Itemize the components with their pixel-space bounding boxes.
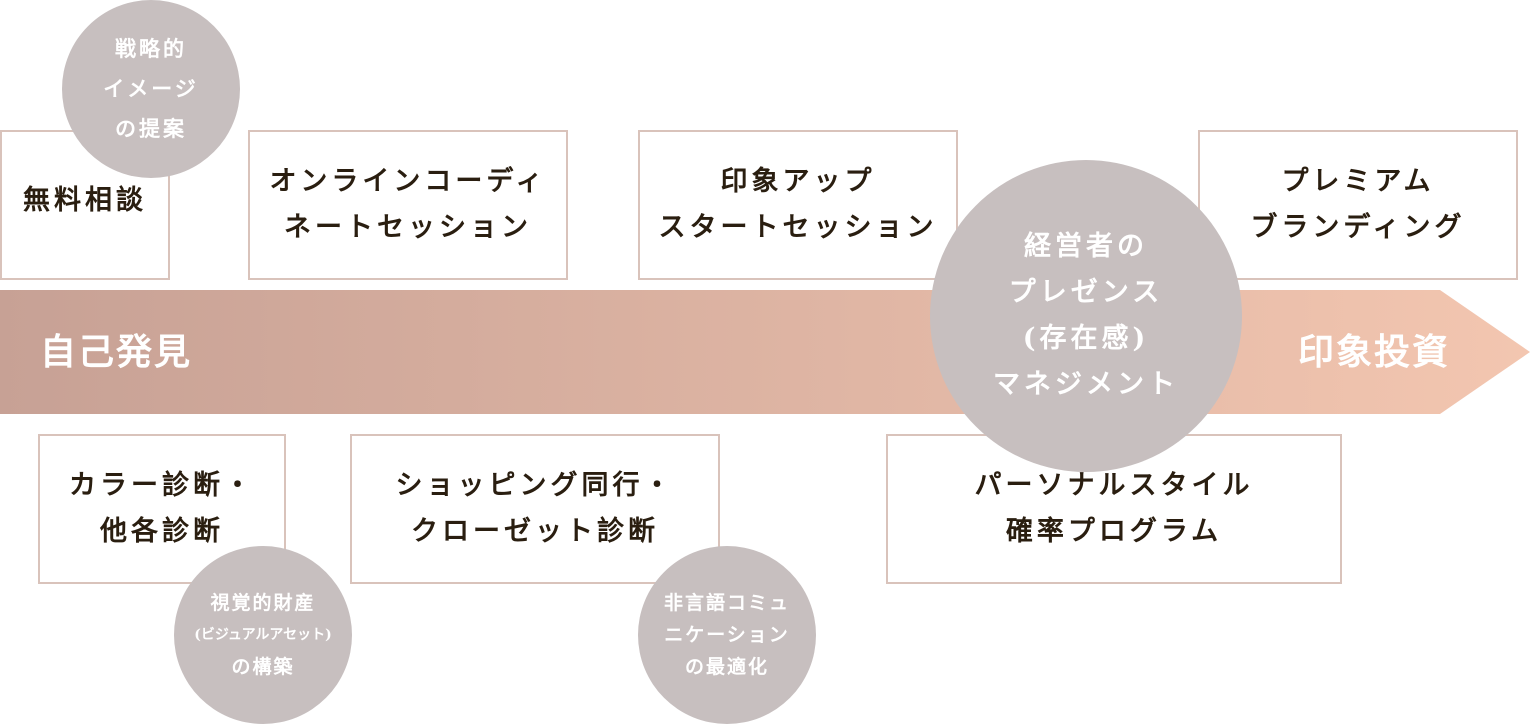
circle-line-small: (ビジュアルアセット) bbox=[194, 627, 332, 643]
step-box-line: プレミアム bbox=[1281, 166, 1435, 197]
circle-line: ニケーション bbox=[664, 624, 790, 646]
circle-line: (存在感) bbox=[1022, 323, 1150, 354]
circle-line: 視覚的財産 bbox=[210, 592, 316, 614]
arrow-start-label: 自己発見 bbox=[40, 331, 193, 373]
step-box-impression-up: 印象アップ スタートセッション bbox=[638, 130, 958, 280]
step-box-line: 印象アップ bbox=[720, 166, 876, 197]
circle-line: の構築 bbox=[231, 656, 295, 678]
step-box-line: パーソナルスタイル bbox=[974, 470, 1254, 501]
circle-line: 経営者の bbox=[1024, 231, 1148, 262]
circle-presence-management: 経営者の プレゼンス (存在感) マネジメント bbox=[930, 160, 1242, 472]
circle-line: マネジメント bbox=[993, 369, 1179, 400]
circle-line: の提案 bbox=[115, 116, 187, 141]
step-box-online-coordinate: オンラインコーディ ネートセッション bbox=[248, 130, 568, 280]
step-box-premium-branding: プレミアム ブランディング bbox=[1198, 130, 1518, 280]
step-box-line: 無料相談 bbox=[23, 185, 147, 216]
step-box-line: スタートセッション bbox=[658, 212, 938, 243]
step-box-line: ショッピング同行・ bbox=[395, 470, 675, 501]
circle-line: 非言語コミュ bbox=[663, 592, 790, 614]
circle-strategic-image: 戦略的 イメージ の提案 bbox=[62, 0, 240, 178]
circle-nonverbal-communication: 非言語コミュ ニケーション の最適化 bbox=[638, 546, 816, 724]
arrow-end-label: 印象投資 bbox=[1298, 331, 1451, 373]
step-box-line: 他各診断 bbox=[100, 516, 224, 547]
step-box-line: ネートセッション bbox=[284, 212, 532, 243]
step-box-line: ブランディング bbox=[1250, 212, 1466, 243]
circle-line: の最適化 bbox=[684, 656, 769, 678]
step-box-shopping-closet: ショッピング同行・ クローゼット診断 bbox=[350, 434, 720, 584]
circle-visual-assets: 視覚的財産 (ビジュアルアセット) の構築 bbox=[174, 546, 352, 724]
circle-line: プレゼンス bbox=[1008, 277, 1164, 308]
step-box-line: オンラインコーディ bbox=[269, 166, 547, 197]
step-box-line: カラー診断・ bbox=[69, 470, 255, 501]
step-box-line: クローゼット診断 bbox=[411, 516, 659, 547]
circle-line: 戦略的 bbox=[115, 36, 187, 61]
step-box-line: 確率プログラム bbox=[1005, 516, 1223, 547]
circle-line: イメージ bbox=[103, 76, 199, 101]
